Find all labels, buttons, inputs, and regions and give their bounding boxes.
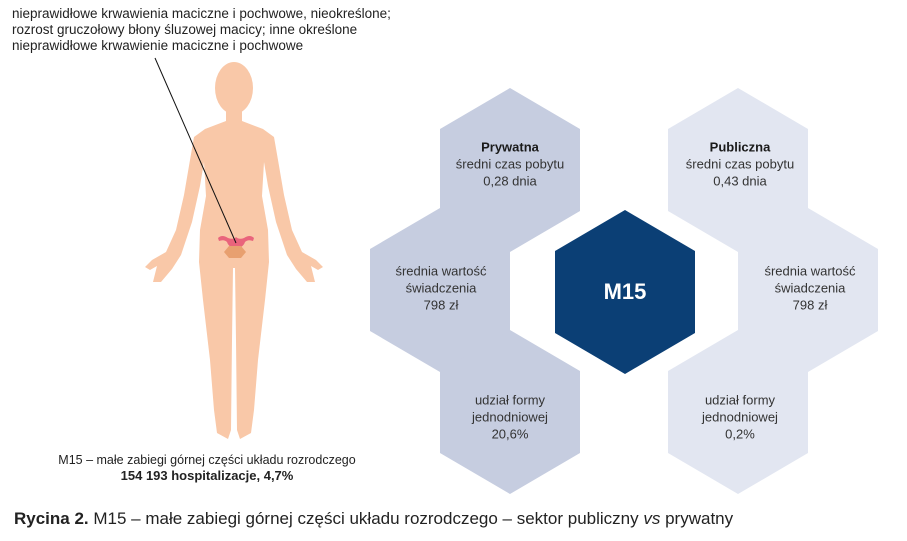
female-body-figure	[145, 110, 323, 439]
public-value-label-2: świadczenia	[774, 280, 846, 296]
figure-caption-suffix: prywatny	[665, 509, 734, 528]
public-title: Publiczna	[709, 139, 771, 155]
body-head	[215, 62, 253, 114]
private-stay-value: 0,28 dnia	[483, 173, 537, 189]
figure-caption-text: M15 – małe zabiegi górnej części układu …	[93, 509, 639, 528]
private-title: Prywatna	[481, 139, 539, 155]
private-value-value: 798 zł	[423, 297, 459, 313]
public-value-hex-text: średnia wartość świadczenia 798 zł	[735, 263, 885, 314]
public-stay-hex-text: Publiczna średni czas pobytu 0,43 dnia	[665, 139, 815, 190]
public-value-label: średnia wartość	[764, 263, 856, 279]
public-value-hex	[738, 208, 878, 372]
private-share-label-2: jednodniowej	[472, 409, 548, 425]
body-caption: M15 – małe zabiegi górnej części układu …	[32, 452, 382, 484]
public-stay-label: średni czas pobytu	[685, 156, 795, 172]
diagnosis-annotation: nieprawidłowe krwawienia maciczne i poch…	[12, 6, 391, 53]
annotation-pointer-line	[154, 57, 237, 244]
private-stay-label: średni czas pobytu	[455, 156, 565, 172]
private-value-hex	[370, 208, 510, 372]
private-share-hex	[440, 330, 580, 494]
public-stay-value: 0,43 dnia	[713, 173, 767, 189]
body-caption-group: M15 – małe zabiegi górnej części układu …	[58, 453, 356, 467]
public-stay-hex	[668, 88, 808, 252]
private-value-label-2: świadczenia	[405, 280, 477, 296]
center-label: M15	[603, 279, 647, 304]
public-share-hex	[668, 330, 808, 494]
public-share-value: 0,2%	[725, 426, 755, 442]
body-caption-count: 154 193 hospitalizacje, 4,7%	[120, 468, 294, 483]
private-value-hex-text: średnia wartość świadczenia 798 zł	[366, 263, 516, 314]
figure-caption-vs: vs	[643, 509, 661, 528]
private-stay-hex	[440, 88, 580, 252]
public-share-label-2: jednodniowej	[702, 409, 778, 425]
public-value-value: 798 zł	[792, 297, 828, 313]
private-value-label: średnia wartość	[395, 263, 487, 279]
figure-caption-prefix: Rycina 2.	[14, 509, 89, 528]
private-share-value: 20,6%	[491, 426, 529, 442]
center-m15-hex	[555, 210, 695, 374]
figure-caption: Rycina 2. M15 – małe zabiegi górnej częś…	[14, 509, 733, 529]
private-share-hex-text: udział formy jednodniowej 20,6%	[435, 392, 585, 443]
public-share-hex-text: udział formy jednodniowej 0,2%	[665, 392, 815, 443]
private-share-label: udział formy	[474, 392, 546, 408]
public-share-label: udział formy	[704, 392, 776, 408]
private-stay-hex-text: Prywatna średni czas pobytu 0,28 dnia	[435, 139, 585, 190]
